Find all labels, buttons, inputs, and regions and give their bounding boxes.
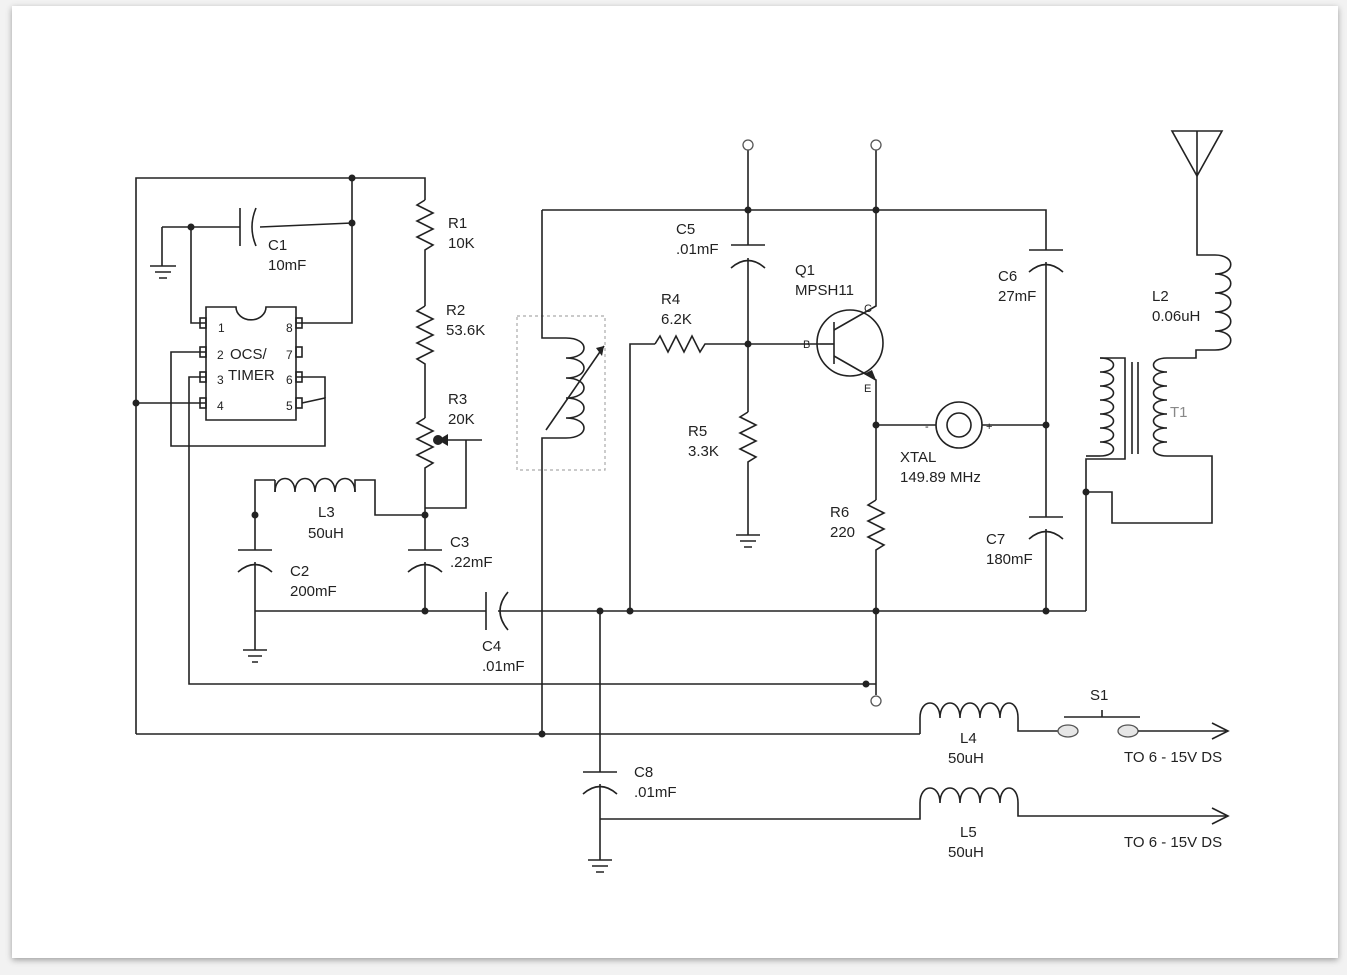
timer-section: 1 2 3 4 5 6 7 8 OCS/ TIMER — [135, 177, 1086, 735]
q1-ref: Q1 — [795, 262, 815, 279]
r3-ref: R3 — [448, 391, 467, 408]
c6-ref: C6 — [998, 268, 1017, 285]
c2-ref: C2 — [290, 563, 309, 580]
c4-value: .01mF — [482, 658, 525, 675]
r2-value: 53.6K — [446, 322, 485, 339]
q1-value: MPSH11 — [795, 282, 854, 299]
c1-ref: C1 — [268, 237, 287, 254]
circuit-schematic: 1 2 3 4 5 6 7 8 OCS/ TIMER — [132, 130, 1232, 873]
l4-value: 50uH — [948, 750, 984, 767]
output-label-2: TO 6 - 15V DS — [1124, 834, 1222, 851]
r1-ref: R1 — [448, 215, 467, 232]
l5-ref: L5 — [960, 824, 977, 841]
ic-name-line1: OCS/ — [230, 346, 268, 363]
ic-name-line2: TIMER — [228, 367, 275, 384]
l3-value: 50uH — [308, 525, 344, 542]
c3-ref: C3 — [450, 534, 469, 551]
t1-ref: T1 — [1170, 404, 1188, 421]
ic-pin-4: 4 — [217, 399, 224, 413]
supply-section — [582, 611, 1230, 873]
junction-dots — [132, 174, 1090, 738]
ic-pin-6: 6 — [286, 373, 293, 387]
q1-pin-e: E — [864, 383, 871, 395]
ic-pin-7: 7 — [286, 348, 293, 362]
r2-ref: R2 — [446, 302, 465, 319]
q1-pin-b: B — [803, 339, 810, 351]
ic-pin-8: 8 — [286, 321, 293, 335]
variable-inductor-box — [516, 315, 606, 471]
c8-value: .01mF — [634, 784, 677, 801]
q1-transistor — [816, 309, 884, 377]
c7-ref: C7 — [986, 531, 1005, 548]
c4-ref: C4 — [482, 638, 501, 655]
r4-ref: R4 — [661, 291, 680, 308]
ic-pin-2: 2 — [217, 348, 224, 362]
labels: C1 10mF R1 10K R2 53.6K R3 20K L3 50uH C… — [268, 215, 1222, 861]
c2-value: 200mF — [290, 583, 337, 600]
terminals — [742, 139, 882, 707]
c6-value: 27mF — [998, 288, 1036, 305]
c5-ref: C5 — [676, 221, 695, 238]
xtal-crystal — [935, 401, 983, 449]
s1-ref: S1 — [1090, 687, 1108, 704]
r5-value: 3.3K — [688, 443, 719, 460]
l2-ref: L2 — [1152, 288, 1169, 305]
xtal-value: 149.89 MHz — [900, 469, 981, 486]
oscillator-section: C B E - + — [629, 150, 1064, 695]
ic-pin-1: 1 — [218, 321, 225, 335]
xtal-plus: + — [986, 421, 992, 433]
l2-value: 0.06uH — [1152, 308, 1200, 325]
r6-ref: R6 — [830, 504, 849, 521]
l4-ref: L4 — [960, 730, 977, 747]
r1-value: 10K — [448, 235, 475, 252]
l3-ref: L3 — [318, 504, 335, 521]
r5-ref: R5 — [688, 423, 707, 440]
xtal-minus: - — [925, 421, 929, 433]
c5-value: .01mF — [676, 241, 719, 258]
l3-coil — [274, 477, 356, 493]
ic-pin-5: 5 — [286, 399, 293, 413]
c1-value: 10mF — [268, 257, 306, 274]
r4-value: 6.2K — [661, 311, 692, 328]
c7-value: 180mF — [986, 551, 1033, 568]
q1-pin-c: C — [864, 303, 872, 315]
l5-value: 50uH — [948, 844, 984, 861]
schematic-sheet: 1 2 3 4 5 6 7 8 OCS/ TIMER — [12, 6, 1338, 958]
ic-pin-3: 3 — [217, 373, 224, 387]
output-section — [1085, 130, 1232, 611]
r6-value: 220 — [830, 524, 855, 541]
r3-value: 20K — [448, 411, 475, 428]
output-label-1: TO 6 - 15V DS — [1124, 749, 1222, 766]
c8-ref: C8 — [634, 764, 653, 781]
c3-value: .22mF — [450, 554, 493, 571]
xtal-ref: XTAL — [900, 449, 936, 466]
ic-oscillator-timer: 1 2 3 4 5 6 7 8 OCS/ TIMER — [199, 306, 303, 421]
variable-inductor — [516, 209, 1047, 734]
